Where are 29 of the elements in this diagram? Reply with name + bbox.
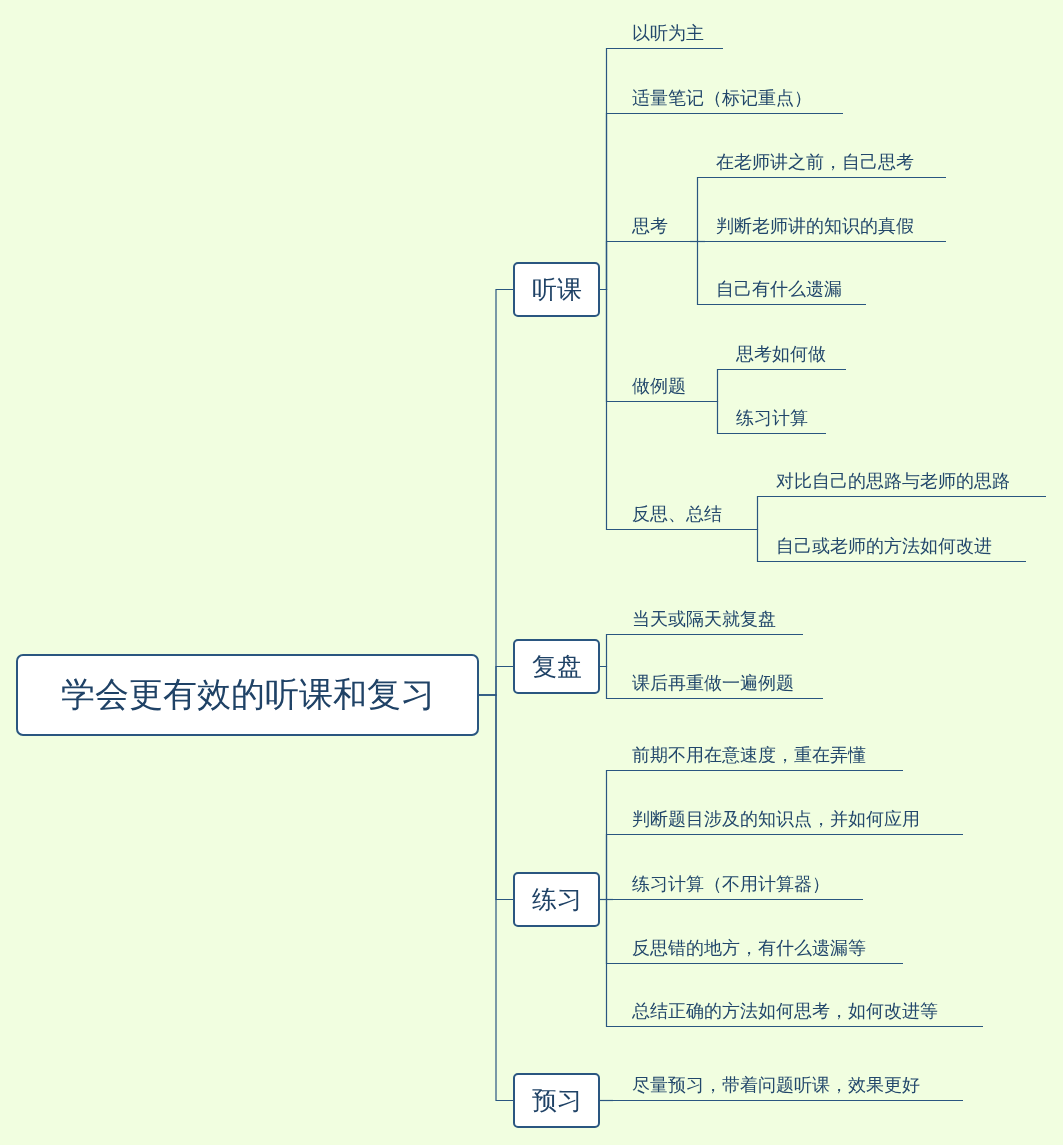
node-label: 反思错的地方，有什么遗漏等: [632, 937, 866, 960]
topic-box: 听课: [513, 262, 600, 317]
node-label: 做例题: [632, 375, 686, 398]
topic-box: 复盘: [513, 639, 600, 694]
topic-box: 预习: [513, 1073, 600, 1128]
node-label: 以听为主: [632, 22, 704, 45]
node-label: 反思、总结: [632, 503, 722, 526]
node-label: 练习计算（不用计算器）: [632, 873, 830, 896]
node-label: 在老师讲之前，自己思考: [716, 151, 914, 174]
topic-box: 练习: [513, 872, 600, 927]
node-label: 前期不用在意速度，重在弄懂: [632, 744, 866, 767]
node-label: 练习计算: [736, 407, 808, 430]
node-label: 当天或隔天就复盘: [632, 608, 776, 631]
branch-connector: [478, 694, 514, 1102]
node-label: 总结正确的方法如何思考，如何改进等: [632, 1000, 938, 1023]
node-label: 判断题目涉及的知识点，并如何应用: [632, 808, 920, 831]
branch-connector: [689, 240, 706, 306]
node-label: 尽量预习，带着问题听课，效果更好: [632, 1074, 920, 1097]
node-label: 自己有什么遗漏: [716, 278, 842, 301]
node-label: 课后再重做一遍例题: [632, 672, 794, 695]
node-label: 自己或老师的方法如何改进: [776, 535, 992, 558]
node-label: 判断老师讲的知识的真假: [716, 215, 914, 238]
central-topic-box: 学会更有效的听课和复习: [16, 654, 479, 736]
branch-connector: [709, 400, 726, 435]
node-label: 适量笔记（标记重点）: [632, 87, 812, 110]
node-label: 思考: [632, 215, 668, 238]
node-label: 思考如何做: [736, 343, 826, 366]
node-label: 对比自己的思路与老师的思路: [776, 470, 1010, 493]
branch-connector: [749, 528, 766, 563]
